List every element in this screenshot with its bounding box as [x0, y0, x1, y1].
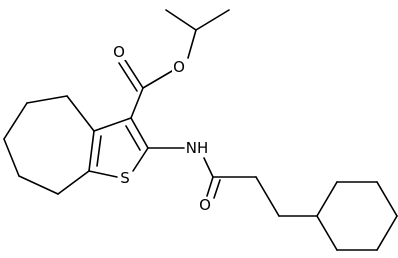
- bond-c3-c2-a: [130, 117, 149, 149]
- amide-nitrogen-label: NH: [186, 139, 209, 157]
- ester-carbonyl-oxygen-label: O: [113, 43, 125, 61]
- bond-c2-s: [132, 147, 149, 172]
- bond-iso-ch-me2: [195, 9, 230, 31]
- bond-c3a-c8a-b: [96, 135, 102, 167]
- bond-c4-c5: [26, 95, 68, 104]
- bond-amide-co-a: [206, 176, 214, 197]
- bond-c3-c3a: [93, 117, 132, 132]
- bond-amide-co-b: [213, 179, 221, 199]
- thiophene-sulfur-label: S: [120, 169, 130, 187]
- bond-co-double-b: [118, 62, 138, 92]
- bond-iso-ch-me1: [165, 9, 197, 31]
- bond-s-c8a: [88, 170, 118, 178]
- bond-c7-c8: [18, 175, 59, 195]
- bond-cy6-cy1: [316, 215, 338, 251]
- bond-o-carbonylc: [142, 70, 173, 89]
- bonds: [3, 9, 398, 251]
- bond-c3a-c4: [66, 95, 95, 132]
- atom-labels: O O NH S O: [112, 43, 212, 214]
- bond-co-double-a: [124, 59, 144, 89]
- bond-c3a-c8a-a: [88, 130, 95, 172]
- bond-n-amidec: [203, 157, 214, 178]
- bond-ch2a-ch2b: [255, 176, 280, 217]
- bond-c5-c6: [3, 102, 28, 140]
- bond-cy3-cy4: [376, 181, 398, 217]
- bond-carbonylc-c3: [130, 87, 144, 119]
- bond-cy4-cy5: [376, 215, 398, 251]
- bond-cy1-cy2: [316, 181, 338, 217]
- bond-c6-c7: [3, 138, 20, 177]
- amide-carbonyl-oxygen-label: O: [199, 196, 211, 214]
- bond-iso-ch-o: [187, 29, 197, 59]
- bond-c3-c2-b: [125, 125, 141, 151]
- ester-ether-oxygen-label: O: [173, 58, 185, 76]
- bond-c8-c8a: [57, 170, 90, 195]
